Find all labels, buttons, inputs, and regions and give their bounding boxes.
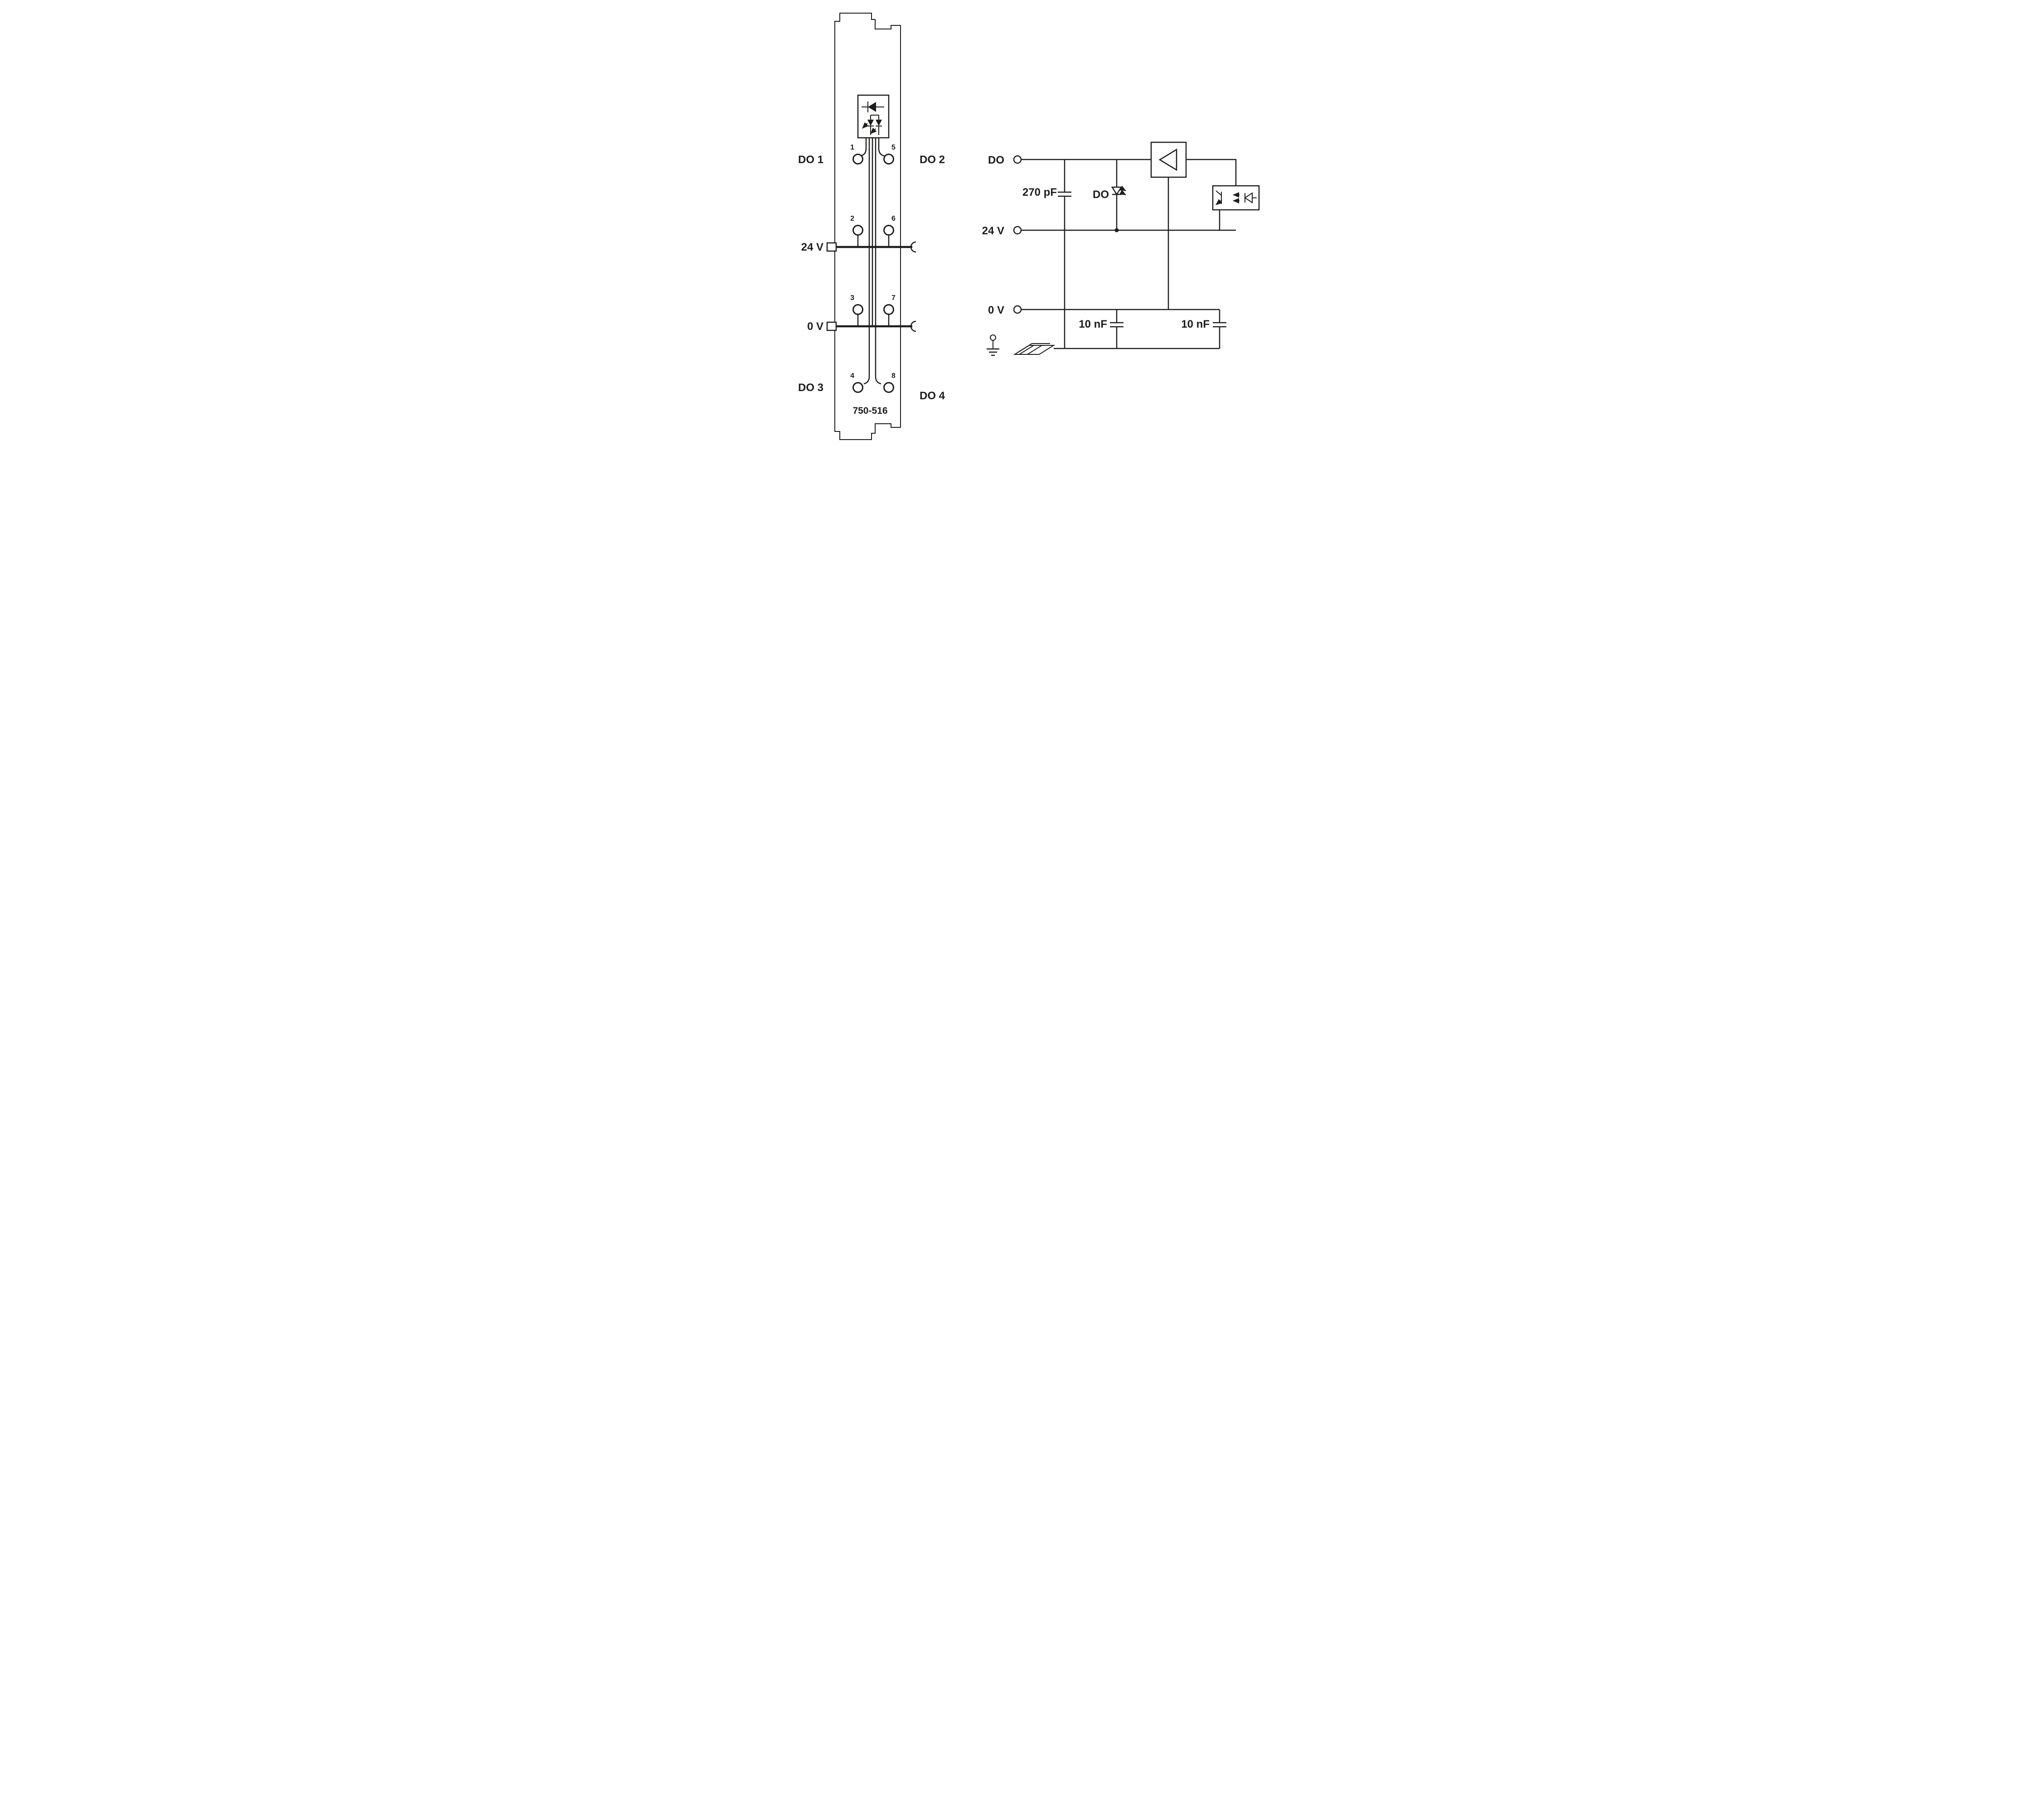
capacitor-10nf-1-icon bbox=[1110, 310, 1124, 349]
optocoupler-box bbox=[1212, 185, 1260, 211]
rail-24v bbox=[826, 241, 916, 253]
rail-label-24v: 24 V bbox=[801, 241, 823, 253]
terminal-2 bbox=[852, 225, 863, 236]
wire-do2 bbox=[878, 138, 885, 157]
terminal-number-4: 4 bbox=[850, 372, 854, 380]
schematic-label-do: DO bbox=[988, 154, 1004, 166]
terminal-number-1: 1 bbox=[850, 144, 854, 151]
capacitor-10nf-2-label: 10 nF bbox=[1181, 318, 1210, 330]
rail-label-0v: 0 V bbox=[807, 320, 823, 333]
optocoupler-icon bbox=[1216, 190, 1257, 205]
part-number: 750-516 bbox=[852, 406, 887, 416]
rail-0v bbox=[826, 320, 916, 332]
earth-ground-icon bbox=[987, 334, 999, 356]
channel-label-do2: DO 2 bbox=[920, 154, 945, 166]
din-rail-icon bbox=[1013, 343, 1056, 355]
led-block-symbols-icon bbox=[862, 102, 884, 135]
module-front-view: 1 5 2 6 3 7 4 8 DO 1 DO 2 24 V 0 V DO 3 … bbox=[798, 13, 945, 440]
terminal-number-3: 3 bbox=[850, 294, 854, 302]
terminal-number-6: 6 bbox=[891, 215, 896, 223]
module-outline bbox=[834, 13, 901, 440]
schematic-terminal-24v bbox=[1013, 226, 1022, 235]
capacitor-10nf-1-label: 10 nF bbox=[1079, 318, 1107, 330]
terminal-4 bbox=[852, 382, 863, 393]
bus-continuation-0v-icon bbox=[910, 320, 916, 332]
channel-label-do3: DO 3 bbox=[798, 382, 823, 394]
terminal-number-5: 5 bbox=[891, 144, 896, 151]
status-led-icon bbox=[1111, 160, 1126, 228]
power-connector-0v-icon bbox=[826, 321, 837, 331]
circuit-schematic: DO 24 V 0 V 270 pF DO bbox=[982, 141, 1260, 356]
amp-output-line bbox=[1186, 159, 1237, 186]
wire-do4 bbox=[875, 138, 881, 385]
terminal-number-8: 8 bbox=[891, 372, 896, 380]
schematic-label-24v: 24 V bbox=[982, 225, 1004, 237]
terminal-6 bbox=[883, 225, 894, 236]
terminal-3 bbox=[852, 304, 863, 315]
channel-label-do1: DO 1 bbox=[798, 154, 823, 166]
led-indicator-block bbox=[857, 94, 890, 139]
capacitor-10nf-2-icon bbox=[1213, 310, 1226, 349]
wiring-diagram-page: 1 5 2 6 3 7 4 8 DO 1 DO 2 24 V 0 V DO 3 … bbox=[763, 0, 1271, 455]
terminal-number-7: 7 bbox=[891, 294, 896, 302]
schematic-terminal-do bbox=[1013, 155, 1022, 164]
wire-do1 bbox=[860, 138, 867, 157]
wiring-diagram: 1 5 2 6 3 7 4 8 DO 1 DO 2 24 V 0 V DO 3 … bbox=[798, 13, 1260, 440]
capacitor-270pf-label: 270 pF bbox=[1022, 186, 1057, 198]
bus-continuation-24v-icon bbox=[910, 241, 916, 253]
wire-do3 bbox=[863, 138, 870, 385]
capacitor-270pf-icon bbox=[1058, 160, 1071, 349]
power-connector-24v-icon bbox=[826, 242, 837, 252]
terminal-5 bbox=[883, 154, 894, 165]
terminal-1 bbox=[852, 154, 863, 165]
schematic-terminal-0v bbox=[1013, 305, 1022, 314]
status-led-label: DO bbox=[1093, 189, 1109, 201]
internal-wires bbox=[857, 138, 890, 385]
junction-dot bbox=[1114, 228, 1119, 232]
amplifier-box bbox=[1150, 141, 1187, 178]
terminal-8 bbox=[883, 382, 894, 393]
channel-label-do4: DO 4 bbox=[920, 390, 945, 402]
amplifier-icon bbox=[1158, 148, 1177, 171]
terminal-7 bbox=[883, 304, 894, 315]
schematic-label-0v: 0 V bbox=[988, 304, 1004, 316]
terminal-number-2: 2 bbox=[850, 215, 854, 223]
